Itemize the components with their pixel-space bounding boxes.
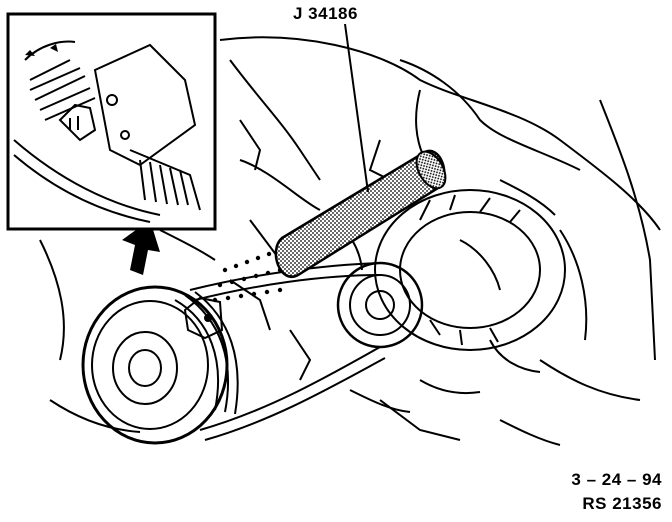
alternator [374,189,566,351]
tool-cylinder [274,149,447,278]
flow-dots [212,247,283,303]
tool-number-label: J 34186 [293,4,358,23]
inset-detail [6,12,217,231]
tool-leader-line [344,23,369,193]
callout-arrow [122,220,160,275]
reference-code-label: RS 21356 [582,494,662,513]
drive-belt [189,262,386,441]
crankshaft-pulley [81,285,239,445]
date-code-label: 3 – 24 – 94 [571,470,662,489]
timing-bracket [183,296,224,340]
